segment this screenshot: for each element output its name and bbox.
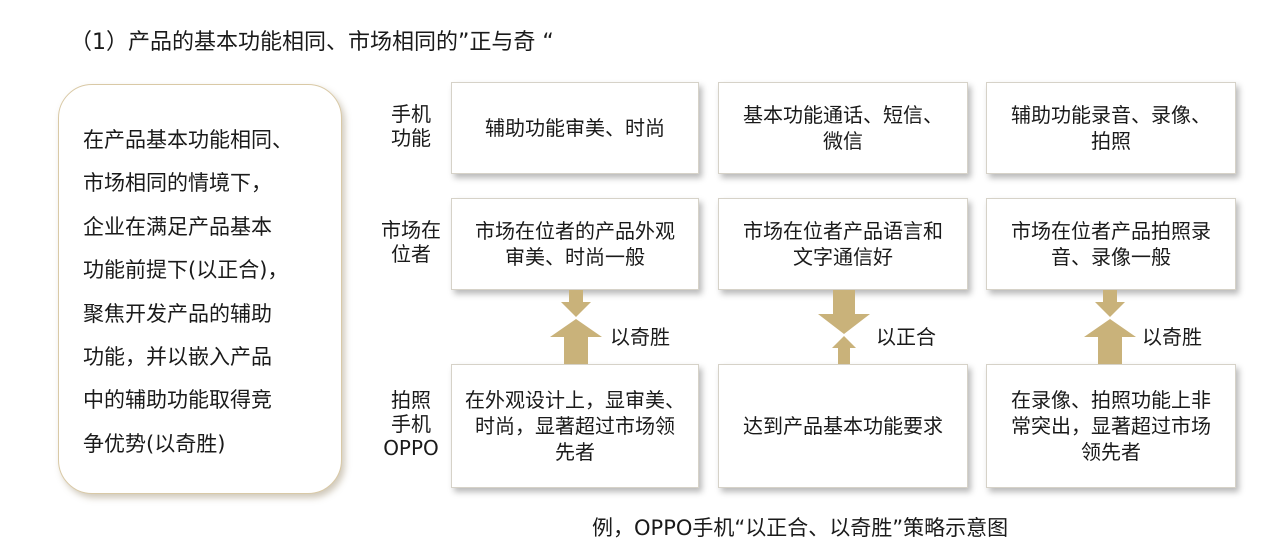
summary-box: 在产品基本功能相同、 市场相同的情境下， 企业在满足产品基本 功能前提下(以正合… xyxy=(58,84,342,494)
cell-oppo-camera: 在录像、拍照功能上非 常突出，显著超过市场 领先者 xyxy=(986,364,1236,488)
summary-line: 功能，并以嵌入产品 xyxy=(83,345,272,370)
cell-oppo-basic: 达到产品基本功能要求 xyxy=(718,364,968,488)
cell-function-camera: 辅助功能录音、录像、 拍照 xyxy=(986,82,1236,174)
cell-text: 领先者 xyxy=(1081,440,1141,464)
cell-oppo-appearance: 在外观设计上，显审美、 时尚，显著超过市场领 先者 xyxy=(451,364,699,488)
cell-text: 在外观设计上，显审美、 xyxy=(465,388,685,412)
row-label-line: 手机 xyxy=(391,412,431,436)
cell-text: 市场在位者的产品外观 xyxy=(475,219,675,243)
cell-text: 拍照 xyxy=(1091,129,1131,153)
cell-function-basic: 基本功能通话、短信、 微信 xyxy=(718,82,968,174)
up-arrow-icon xyxy=(550,290,602,364)
cell-text: 辅助功能审美、时尚 xyxy=(485,116,665,140)
cell-text: 微信 xyxy=(823,129,863,153)
summary-line: 功能前提下(以正合)， xyxy=(83,258,289,283)
cell-text: 文字通信好 xyxy=(793,245,893,269)
summary-line: 在产品基本功能相同、 xyxy=(83,128,293,152)
cell-text: 常突出，显著超过市场 xyxy=(1011,414,1211,438)
cell-text: 基本功能通话、短信、 xyxy=(743,103,943,127)
cell-leader-camera: 市场在位者产品拍照录 音、录像一般 xyxy=(986,198,1236,290)
diagram-caption: 例，OPPO手机“以正合、以奇胜”策略示意图 xyxy=(592,516,1009,540)
cell-text: 市场在位者产品语言和 xyxy=(743,219,943,243)
cell-text: 市场在位者产品拍照录 xyxy=(1011,219,1211,243)
arrow-label-zheng: 以正合 xyxy=(876,325,936,349)
cell-text: 先者 xyxy=(555,440,595,464)
cell-text: 在录像、拍照功能上非 xyxy=(1011,388,1211,412)
row-label-market-leader: 市场在 位者 xyxy=(376,218,446,266)
summary-line: 企业在满足产品基本 xyxy=(83,214,272,239)
cell-function-aesthetic: 辅助功能审美、时尚 xyxy=(451,82,699,174)
up-arrow-icon xyxy=(1084,290,1136,364)
cell-text: 音、录像一般 xyxy=(1051,245,1171,269)
row-label-line: 拍照 xyxy=(391,388,431,412)
summary-line: 市场相同的情境下， xyxy=(83,171,272,196)
row-label-line: 手机 xyxy=(391,102,431,126)
cell-text: 达到产品基本功能要求 xyxy=(743,414,943,438)
summary-line: 聚焦开发产品的辅助 xyxy=(83,301,272,326)
summary-line: 中的辅助功能取得竞 xyxy=(83,388,272,413)
row-label-line: 位者 xyxy=(391,242,431,266)
cell-leader-communication: 市场在位者产品语言和 文字通信好 xyxy=(718,198,968,290)
row-label-phone-function: 手机 功能 xyxy=(376,102,446,150)
cell-text: 审美、时尚一般 xyxy=(505,245,645,269)
cell-text: 辅助功能录音、录像、 xyxy=(1011,103,1211,127)
diagram-title: （1）产品的基本功能相同、市场相同的”正与奇 “ xyxy=(70,30,554,55)
row-label-line: OPPO xyxy=(383,436,439,460)
row-label-line: 市场在 xyxy=(381,218,441,242)
row-label-line: 功能 xyxy=(391,126,431,150)
summary-line: 争优势(以奇胜) xyxy=(83,431,226,456)
arrow-label-qi: 以奇胜 xyxy=(1142,325,1202,349)
down-arrow-icon xyxy=(818,290,870,364)
arrow-label-qi: 以奇胜 xyxy=(610,325,670,349)
row-label-oppo: 拍照 手机 OPPO xyxy=(376,388,446,460)
cell-leader-appearance: 市场在位者的产品外观 审美、时尚一般 xyxy=(451,198,699,290)
cell-text: 时尚，显著超过市场领 xyxy=(475,414,675,438)
